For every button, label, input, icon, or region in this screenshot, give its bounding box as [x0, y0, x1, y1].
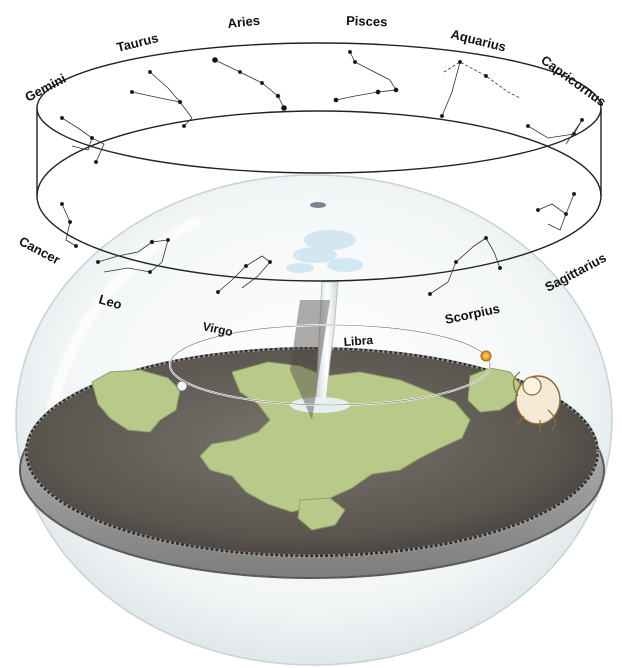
constellations: [60, 50, 585, 296]
aries-constellation-icon: [212, 57, 287, 111]
cherub-icon: [512, 371, 561, 432]
pisces-constellation-icon: [333, 50, 399, 103]
label-taurus: Taurus: [115, 30, 160, 55]
gemini-constellation-icon: [60, 116, 105, 164]
virgo-constellation-icon: [215, 255, 272, 294]
label-cancer: Cancer: [17, 233, 63, 267]
scorpius-constellation-icon: [427, 235, 502, 296]
clouds: [286, 202, 363, 273]
label-leo: Leo: [97, 291, 123, 312]
sun-icon: [480, 350, 492, 362]
celestial-cylinder: [36, 42, 602, 282]
label-pisces: Pisces: [346, 13, 388, 29]
aquarius-constellation-icon: [439, 60, 521, 119]
sagittarius-constellation-icon: [536, 191, 577, 231]
continent-west: [91, 369, 181, 433]
taurus-constellation-icon: [129, 70, 193, 129]
capricornus-constellation-icon: [526, 118, 585, 145]
label-virgo: Virgo: [201, 319, 234, 339]
central-waterfall: [290, 281, 350, 420]
label-libra: Libra: [343, 333, 374, 349]
continent-south: [297, 497, 346, 531]
sun-moon-orbit: [169, 324, 491, 406]
cancer-constellation-icon: [60, 201, 79, 248]
label-aries: Aries: [227, 13, 261, 31]
continent-central: [199, 361, 471, 513]
label-capricornus: Capricornus: [538, 52, 609, 109]
label-aquarius: Aquarius: [449, 26, 507, 54]
moon-icon: [176, 380, 188, 392]
leo-constellation-icon: [96, 237, 170, 274]
label-gemini: Gemini: [22, 71, 68, 105]
